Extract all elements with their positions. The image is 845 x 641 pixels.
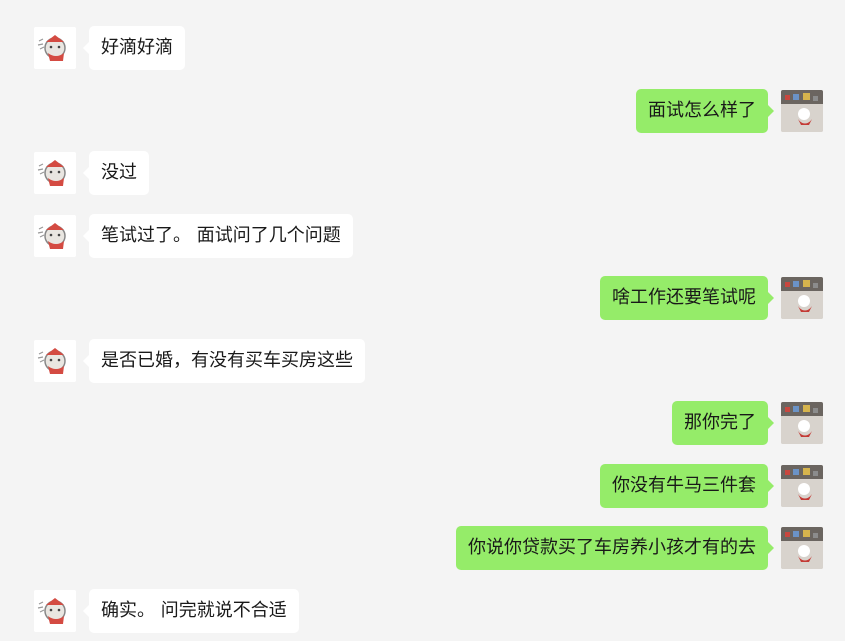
message-bubble-incoming[interactable]: 是否已婚，有没有买车买房这些	[83, 339, 365, 383]
message-bubble-outgoing[interactable]: 面试怎么样了	[636, 89, 774, 133]
message-bubble-incoming[interactable]: 没过	[83, 151, 149, 195]
contact-avatar-icon[interactable]	[34, 215, 76, 257]
message-row-outgoing: 你说你贷款买了车房养小孩才有的去	[0, 526, 845, 570]
message-bubble-incoming[interactable]: 好滴好滴	[83, 26, 185, 70]
self-avatar-icon[interactable]	[781, 402, 823, 444]
self-avatar-icon[interactable]	[781, 527, 823, 569]
contact-avatar-icon[interactable]	[34, 590, 76, 632]
message-bubble-outgoing[interactable]: 你没有牛马三件套	[600, 464, 774, 508]
message-bubble-outgoing[interactable]: 那你完了	[672, 401, 774, 445]
self-avatar-icon[interactable]	[781, 90, 823, 132]
self-avatar-icon[interactable]	[781, 277, 823, 319]
message-row-outgoing: 面试怎么样了	[0, 89, 845, 133]
message-row-outgoing: 那你完了	[0, 401, 845, 445]
message-row-outgoing: 你没有牛马三件套	[0, 464, 845, 508]
message-row-incoming: 笔试过了。 面试问了几个问题	[0, 214, 845, 258]
message-bubble-incoming[interactable]: 笔试过了。 面试问了几个问题	[83, 214, 353, 258]
message-bubble-outgoing[interactable]: 啥工作还要笔试呢	[600, 276, 774, 320]
message-row-incoming: 没过	[0, 151, 845, 195]
message-bubble-incoming[interactable]: 确实。 问完就说不合适	[83, 589, 299, 633]
message-row-incoming: 是否已婚，有没有买车买房这些	[0, 339, 845, 383]
contact-avatar-icon[interactable]	[34, 27, 76, 69]
contact-avatar-icon[interactable]	[34, 340, 76, 382]
message-row-outgoing: 啥工作还要笔试呢	[0, 276, 845, 320]
self-avatar-icon[interactable]	[781, 465, 823, 507]
contact-avatar-icon[interactable]	[34, 152, 76, 194]
message-row-incoming: 确实。 问完就说不合适	[0, 589, 845, 633]
message-bubble-outgoing[interactable]: 你说你贷款买了车房养小孩才有的去	[456, 526, 774, 570]
message-row-incoming: 好滴好滴	[0, 26, 845, 70]
